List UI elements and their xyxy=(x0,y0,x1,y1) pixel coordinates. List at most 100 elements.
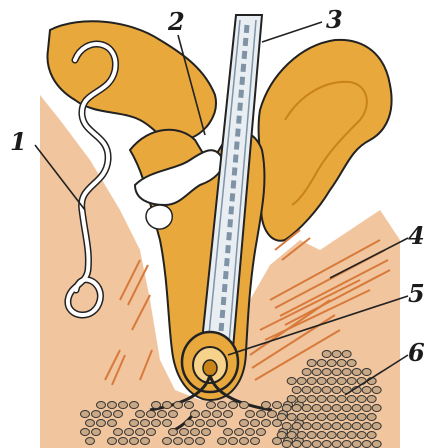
sebaceous-gland-lobe xyxy=(146,205,172,229)
fat-cell xyxy=(119,402,128,409)
fat-cell xyxy=(337,360,346,367)
fat-cell xyxy=(312,441,321,448)
fat-cell xyxy=(322,441,331,448)
fat-cell xyxy=(332,405,341,412)
fat-cell xyxy=(246,411,255,418)
fat-cell xyxy=(327,396,336,403)
fat-cell xyxy=(327,432,336,439)
fat-cell xyxy=(196,438,205,445)
fat-cell xyxy=(287,432,296,439)
fat-cell xyxy=(352,423,361,430)
fat-cell xyxy=(322,369,331,376)
fat-cell xyxy=(362,369,371,376)
fat-cell xyxy=(367,432,376,439)
fat-cell xyxy=(136,429,145,436)
fat-cell xyxy=(362,405,371,412)
label-1: 1 xyxy=(10,127,27,156)
fat-cell xyxy=(332,441,341,448)
fat-cell xyxy=(218,438,227,445)
fat-cell xyxy=(347,414,356,421)
fat-cell xyxy=(292,441,301,448)
fat-cell xyxy=(97,402,106,409)
fat-cell xyxy=(317,396,326,403)
fat-cell xyxy=(357,396,366,403)
fat-cell xyxy=(202,429,211,436)
fat-cell xyxy=(108,438,117,445)
fat-cell xyxy=(372,405,381,412)
fat-cell xyxy=(207,420,216,427)
fat-cell xyxy=(307,432,316,439)
fat-cell xyxy=(130,402,139,409)
fat-cell xyxy=(367,414,376,421)
fat-cell xyxy=(97,420,106,427)
fat-cell xyxy=(169,411,178,418)
fat-cell xyxy=(235,429,244,436)
label-2: 2 xyxy=(167,7,185,36)
label-4: 4 xyxy=(408,221,425,250)
fat-cell xyxy=(357,378,366,385)
fat-cell xyxy=(372,423,381,430)
fat-cell xyxy=(240,438,249,445)
fat-cell xyxy=(372,387,381,394)
fat-cell xyxy=(362,441,371,448)
fat-cell xyxy=(287,414,296,421)
fat-cell xyxy=(130,438,139,445)
fat-cell xyxy=(92,411,101,418)
fat-cell xyxy=(224,411,233,418)
fat-cell xyxy=(174,438,183,445)
fat-cell xyxy=(357,432,366,439)
fat-cell xyxy=(367,396,376,403)
fat-cell xyxy=(317,414,326,421)
fat-cell xyxy=(257,429,266,436)
fat-cell xyxy=(273,402,282,409)
fat-cell xyxy=(218,402,227,409)
fat-cell xyxy=(108,402,117,409)
fat-cell xyxy=(207,402,216,409)
fat-cell xyxy=(287,378,296,385)
fat-cell xyxy=(240,402,249,409)
fat-cell xyxy=(332,351,341,358)
fat-cell xyxy=(125,429,134,436)
fat-cell xyxy=(352,441,361,448)
fat-cell xyxy=(312,423,321,430)
fat-cell xyxy=(327,414,336,421)
fat-cell xyxy=(174,402,183,409)
fat-cell xyxy=(327,360,336,367)
fat-cell xyxy=(147,429,156,436)
fat-cell xyxy=(332,423,341,430)
fat-cell xyxy=(297,378,306,385)
fat-cell xyxy=(312,369,321,376)
fat-cell xyxy=(268,411,277,418)
fat-cell xyxy=(322,423,331,430)
fat-cell xyxy=(292,405,301,412)
fat-cell xyxy=(342,441,351,448)
fat-cell xyxy=(307,378,316,385)
fat-cell xyxy=(297,396,306,403)
fat-cell xyxy=(114,429,123,436)
fat-cell xyxy=(277,414,286,421)
fat-cell xyxy=(287,396,296,403)
fat-cell xyxy=(327,378,336,385)
fat-cell xyxy=(136,411,145,418)
fat-cell xyxy=(372,441,381,448)
fat-cell xyxy=(307,414,316,421)
fat-cell xyxy=(229,438,238,445)
fat-cell xyxy=(342,351,351,358)
fat-cell xyxy=(352,405,361,412)
fat-cell xyxy=(158,411,167,418)
fat-cell xyxy=(141,420,150,427)
fat-cell xyxy=(317,360,326,367)
fat-cell xyxy=(362,423,371,430)
fat-cell xyxy=(119,438,128,445)
fat-cell xyxy=(282,441,291,448)
fat-cell xyxy=(251,438,260,445)
fat-cell xyxy=(312,405,321,412)
fat-cell xyxy=(302,387,311,394)
fat-cell xyxy=(337,432,346,439)
fat-cell xyxy=(103,411,112,418)
fat-cell xyxy=(152,420,161,427)
fat-cell xyxy=(108,420,117,427)
fat-cell xyxy=(337,414,346,421)
fat-cell xyxy=(352,369,361,376)
